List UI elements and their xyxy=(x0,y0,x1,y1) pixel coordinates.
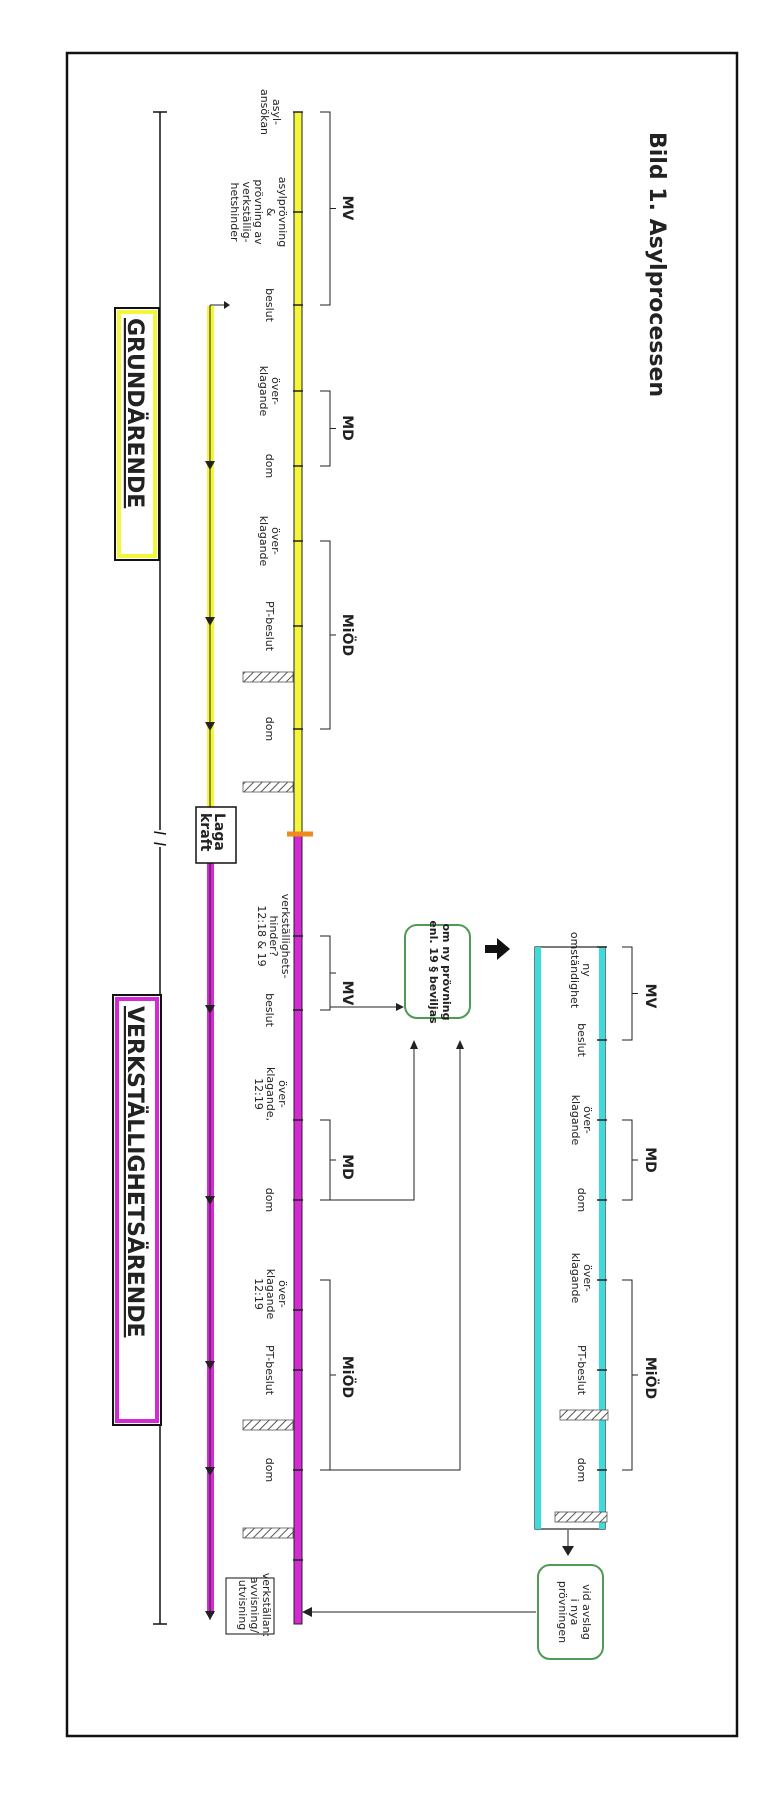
label-verk-pt-beslut: PT-beslut xyxy=(263,1345,276,1396)
box-ny-provning-text: om ny prövning xyxy=(440,923,453,1020)
grund-miod-label: MiÖD xyxy=(339,614,357,656)
cyan-right-track xyxy=(599,947,605,1529)
box-avslag-text: vid avslag xyxy=(580,1584,593,1640)
label-asylprovning: hetshinder xyxy=(228,182,241,242)
laga-kraft-box: Laga kraft xyxy=(195,806,237,864)
label-grund-dom-1: dom xyxy=(263,454,276,478)
cyan-hatch-2 xyxy=(554,1511,608,1523)
grund-mv-bracket xyxy=(320,111,336,306)
verk-miod-bracket xyxy=(320,1279,336,1471)
label-verk-overklagande-1: 12:19 xyxy=(252,1078,265,1110)
verk-arrow-end xyxy=(205,1611,215,1620)
label-cyan-overklagande-1: över- xyxy=(581,1106,594,1134)
label-asylprovning: verkställig- xyxy=(240,181,253,242)
box-avslag-text: i nya xyxy=(568,1599,581,1626)
label-asylansokan: asyl- xyxy=(270,99,283,125)
label-grund-overklagande-2: klagande xyxy=(257,516,270,567)
cyan-mv-bracket xyxy=(622,946,638,1041)
label-asylprovning: & xyxy=(264,208,277,217)
verk-arrow-dom-1 xyxy=(205,1196,215,1205)
verk-timeline xyxy=(293,833,303,1625)
label-verkstallighetshinder: hinder? xyxy=(267,915,280,956)
label-cyan-overklagande-2: klagande xyxy=(569,1253,582,1304)
grund-hatch-2 xyxy=(242,781,294,793)
box-avslag-text: prövningen xyxy=(556,1581,569,1643)
label-verk-beslut: beslut xyxy=(263,993,276,1028)
label-cyan-overklagande-1: klagande xyxy=(569,1095,582,1146)
label-grund-overklagande-2: över- xyxy=(269,527,282,555)
box-ny-provning xyxy=(404,924,471,1019)
grund-timeline xyxy=(293,111,303,835)
label-ny-omstandighet: omständighet xyxy=(568,932,581,1009)
label-cyan-overklagande-2: över- xyxy=(581,1264,594,1292)
label-cyan-beslut: beslut xyxy=(575,1023,588,1058)
label-grund-dom-2: dom xyxy=(263,717,276,741)
box-avslag xyxy=(537,1564,604,1660)
cyan-mv-label: MV xyxy=(642,984,658,1009)
label-verkstallighetshinder: 12:18 & 19 xyxy=(255,905,268,966)
cyan-left-track xyxy=(535,947,541,1529)
svg-text:kraft: kraft xyxy=(197,813,213,852)
grund-md-bracket xyxy=(320,390,336,467)
connectors xyxy=(306,1006,569,1613)
verk-mv-bracket xyxy=(320,935,336,1011)
outer-frame xyxy=(65,51,739,1738)
verk-arrow-pt xyxy=(205,1361,215,1370)
verk-miod-label: MiÖD xyxy=(339,1356,357,1398)
verkstallighetsarende-label: VERKSTÄLLIGHETSÄRENDE xyxy=(122,1006,148,1337)
cyan-frame xyxy=(534,946,606,1530)
grund-arrow-dom-2 xyxy=(205,722,215,731)
label-asylprovning: asylprövning xyxy=(276,177,289,248)
grund-md-label: MD xyxy=(339,415,355,441)
label-cyan-pt-beslut: PT-beslut xyxy=(575,1345,588,1396)
label-verk-dom-2: dom xyxy=(263,1458,276,1482)
cyan-hatch-1 xyxy=(559,1409,609,1421)
label-verk-overklagande-1: över- xyxy=(276,1080,289,1108)
verk-arrow-dom-2 xyxy=(205,1467,215,1476)
verk-mv-label: MV xyxy=(339,981,355,1006)
label-verk-overklagande-1: klagande, xyxy=(264,1067,277,1121)
verk-hatch-1 xyxy=(242,1419,294,1431)
cyan-md-label: MD xyxy=(642,1147,658,1173)
label-verk-overklagande-2: klagande xyxy=(264,1269,277,1320)
label-cyan-dom-1: dom xyxy=(575,1188,588,1212)
label-verkstallan: utvisning xyxy=(236,1580,249,1631)
verk-md-label: MD xyxy=(339,1154,355,1180)
label-verk-overklagande-2: över- xyxy=(276,1280,289,1308)
grund-miod-bracket xyxy=(320,540,336,730)
label-verk-overklagande-2: 12:19 xyxy=(252,1278,265,1310)
cyan-md-bracket xyxy=(622,1119,638,1201)
grund-arrow-pt xyxy=(205,617,215,626)
label-verkstallan: verkställan: xyxy=(260,1573,273,1638)
label-asylprovning: prövning av xyxy=(252,179,265,245)
label-ny-omstandighet: ny xyxy=(580,963,593,977)
grund-hatch-1 xyxy=(242,671,294,683)
grundarende-label: GRUNDÄRENDE xyxy=(122,318,148,508)
label-asylansokan: ansökan xyxy=(258,89,271,135)
label-grund-overklagande-1: klagande xyxy=(257,366,270,417)
label-grund-beslut: beslut xyxy=(263,288,276,323)
label-verk-dom-1: dom xyxy=(263,1188,276,1212)
label-grund-overklagande-1: över- xyxy=(269,377,282,405)
section-verkstallighetsarende: VERKSTÄLLIGHETSÄRENDE xyxy=(112,994,162,1426)
box-ny-provning-text: enl. 19 § beviljas xyxy=(427,920,440,1024)
verkstallan-box xyxy=(225,1577,275,1635)
label-verkstallighetshinder: verkställighets- xyxy=(279,894,292,979)
label-verkstallan: avvisning/ xyxy=(248,1577,261,1634)
grund-arrow-dom-1 xyxy=(205,461,215,470)
section-grundarende: GRUNDÄRENDE xyxy=(114,307,160,561)
verk-md-bracket xyxy=(320,1119,336,1201)
svg-text:Laga: Laga xyxy=(211,813,227,851)
cyan-miod-label: MiÖD xyxy=(642,1357,660,1399)
grund-mv-label: MV xyxy=(339,196,355,221)
verk-arrow-beslut xyxy=(205,1005,215,1014)
big-arrow-icon xyxy=(485,938,510,960)
cyan-miod-bracket xyxy=(622,1279,638,1471)
verk-hatch-2 xyxy=(242,1527,294,1539)
diagram-title: Bild 1. Asylprocessen xyxy=(644,132,669,397)
label-cyan-dom-2: dom xyxy=(575,1458,588,1482)
label-grund-pt-beslut: PT-beslut xyxy=(263,601,276,652)
